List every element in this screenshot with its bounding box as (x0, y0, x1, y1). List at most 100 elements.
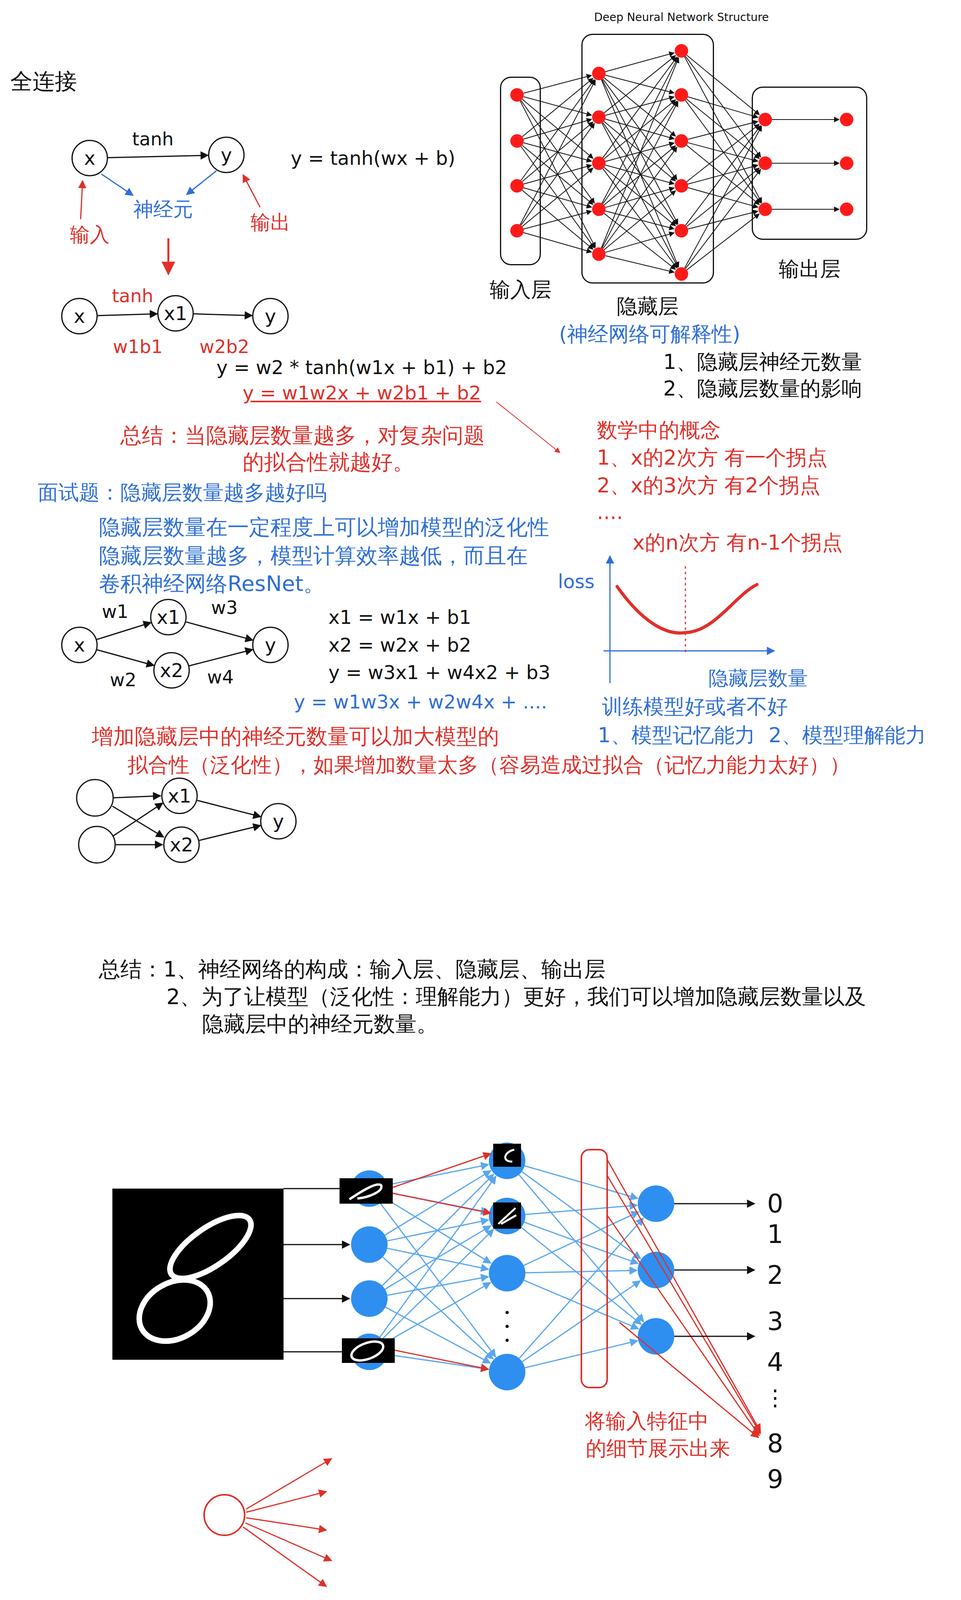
note-text: 面试题：隐藏层数量越多越好吗 (37, 481, 327, 504)
network-wire (520, 80, 596, 225)
note-text: Deep Neural Network Structure (594, 11, 769, 24)
highlight-arrow (394, 1350, 489, 1370)
wire (283, 1244, 350, 1246)
note-text: x2 = w2x + b2 (328, 634, 472, 656)
highlight-arrow (392, 1153, 491, 1188)
neuron-circle: x1 (157, 295, 194, 332)
network-wire (602, 168, 677, 269)
network-dot (674, 44, 689, 58)
connector-arrow (96, 622, 151, 640)
network-wire (605, 255, 675, 273)
note-text: (神经网络可解释性) (559, 322, 741, 346)
note-text: 神经元 (133, 198, 193, 221)
note-text: w2b2 (199, 336, 249, 357)
wire (113, 795, 161, 798)
patch-stroke (349, 1337, 386, 1365)
note-text: 训练模型好或者不好 (602, 695, 788, 718)
layer-heading: 输出层 (778, 257, 841, 281)
note-text: 输入 (69, 223, 110, 246)
neuron-label: x (84, 148, 96, 168)
network-dot (510, 179, 524, 193)
neuron-circle: x1 (161, 777, 198, 815)
neuron-circle: x1 (150, 598, 187, 636)
patch-stroke (498, 1208, 517, 1224)
patch-stroke (349, 1184, 382, 1200)
network-wire (687, 121, 758, 140)
network-wire (686, 55, 760, 115)
neuron-label: x2 (169, 835, 194, 855)
network-wire (771, 208, 840, 210)
note-text: y = w2 * tanh(w1x + b1) + b2 (216, 356, 508, 379)
network-wire (605, 96, 674, 116)
network-wire (521, 123, 595, 226)
page-title: 全连接 (10, 69, 78, 94)
layer-box: 输出层 (751, 86, 868, 240)
note-text: 隐藏层数量在一定程度上可以增加模型的泛化性 (98, 515, 550, 539)
neuron-circle: y (252, 297, 289, 335)
connector-arrow (96, 649, 154, 666)
network-wire (384, 1170, 491, 1236)
note-text: 0 (767, 1189, 784, 1218)
note-text: 9 (767, 1465, 784, 1494)
output-arrow (674, 1203, 755, 1205)
note-text: x的n次方 有n-1个拐点 (632, 531, 843, 554)
network-wire (521, 146, 595, 249)
network-wire (382, 1256, 494, 1359)
note-text: 输出 (250, 211, 291, 234)
network-wire (604, 190, 676, 250)
note-text: 的细节展示出来 (585, 1437, 731, 1460)
note-text: 隐藏层中的神经元数量。 (202, 1012, 439, 1036)
neuron-dot (488, 1353, 526, 1391)
connector-arrow (193, 313, 253, 316)
neuron-circle: y (252, 626, 289, 664)
network-dot (592, 202, 606, 217)
edge-label: w4 (204, 667, 237, 688)
network-dot (674, 223, 689, 238)
feature-patches (339, 1143, 522, 1365)
neuron-label: x1 (156, 607, 181, 627)
network-wire (685, 100, 761, 204)
network-wire (520, 100, 596, 248)
neuron-label: x (73, 635, 85, 655)
neuron-dot (351, 1226, 388, 1263)
network-dot (592, 247, 606, 261)
layer-box: 输入层 (499, 76, 541, 266)
down-arrow (167, 238, 170, 275)
network-wire (605, 52, 674, 72)
ellipsis-dot (505, 1324, 509, 1328)
neuron-dot (351, 1280, 388, 1317)
chart-axis (609, 555, 611, 684)
neuron-circle: x (61, 297, 98, 335)
network-dot (758, 202, 772, 217)
feature-patch (493, 1143, 522, 1167)
network-dot (510, 223, 524, 238)
network-wire (602, 101, 678, 249)
loss-curve (617, 584, 757, 633)
note-text: 1 (767, 1220, 784, 1249)
network-dot (674, 88, 689, 102)
neuron-circle: x2 (163, 826, 200, 863)
digit-image (112, 1188, 284, 1360)
connector-arrow (97, 313, 158, 316)
edge-label: w1 (99, 601, 132, 622)
wire (115, 844, 163, 846)
layer-heading: 输入层 (489, 278, 552, 302)
edge-label: tanh (109, 285, 157, 307)
digit-loop (128, 1267, 222, 1354)
network-wire (685, 125, 761, 226)
neuron-label: y (220, 145, 232, 165)
network-wire (385, 1282, 491, 1343)
note-text: 1、x的2次方 有一个拐点 (596, 446, 828, 469)
network-wire (604, 99, 676, 159)
neuron-label: x (73, 306, 85, 326)
network-wire (685, 56, 761, 158)
network-dot (674, 179, 689, 193)
network-dot (839, 202, 854, 217)
chart-axis (603, 650, 775, 652)
network-dot (839, 112, 854, 127)
highlight-arrow (607, 1215, 760, 1436)
highlight-arrow (607, 1175, 761, 1434)
neuron-label: y (264, 635, 276, 655)
highlight-arrow (392, 1193, 491, 1214)
